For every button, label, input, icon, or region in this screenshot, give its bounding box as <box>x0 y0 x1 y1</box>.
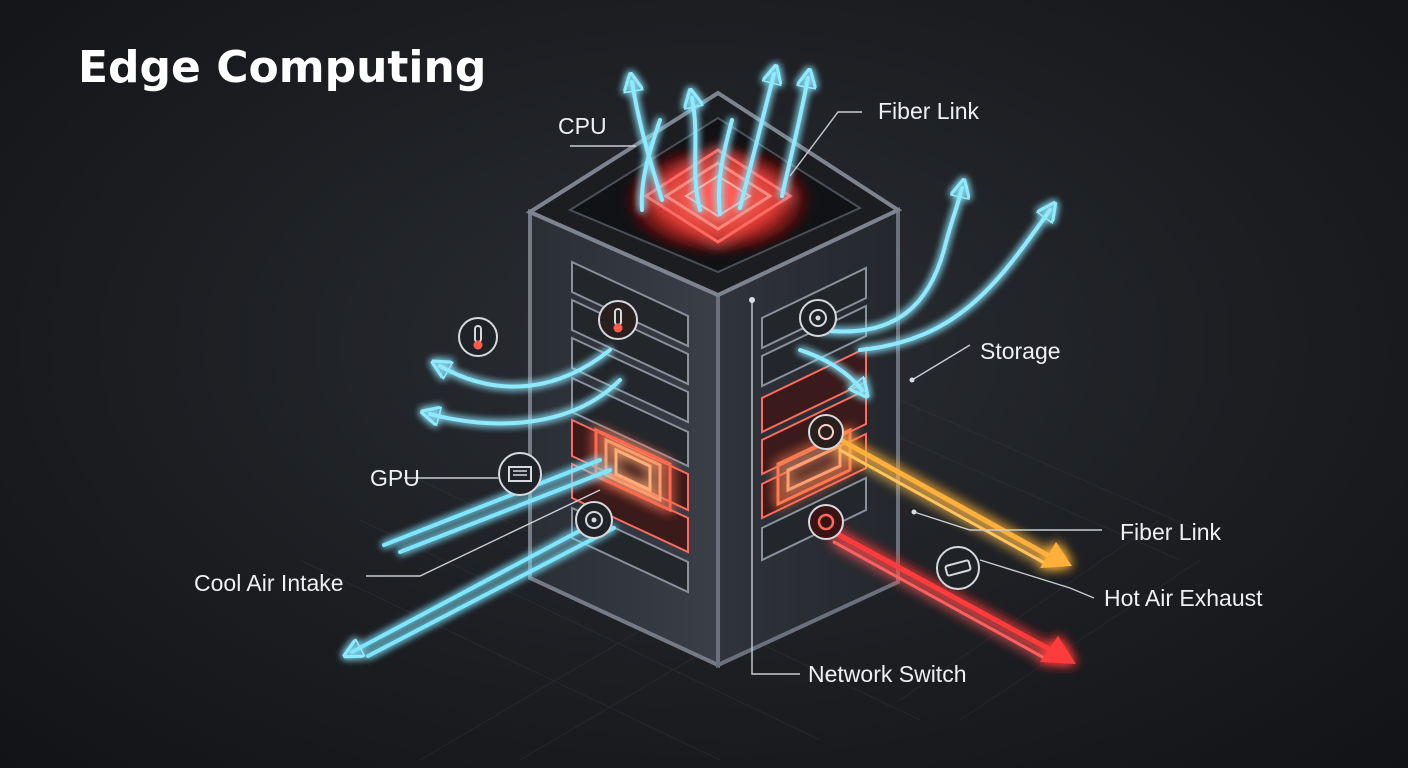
left-airflow <box>430 348 622 423</box>
label-gpu: GPU <box>370 465 420 491</box>
network-port-icon <box>808 414 844 450</box>
leader-lines <box>366 111 1102 675</box>
network-port-icon <box>808 504 844 540</box>
label-hot-air-exhaust: Hot Air Exhaust <box>1104 585 1263 611</box>
fan-icon <box>575 501 613 539</box>
fan-icon <box>799 299 837 337</box>
hot-air-exhaust-arrows <box>827 431 1076 664</box>
fiber-connector-icon <box>936 546 980 590</box>
label-storage: Storage <box>980 338 1061 364</box>
thermometer-icon <box>598 300 638 340</box>
gpu-card-icon <box>498 452 542 496</box>
top-airflow <box>632 74 808 216</box>
label-network-switch: Network Switch <box>808 661 966 687</box>
label-fiber-link-right: Fiber Link <box>1120 519 1221 545</box>
label-cpu: CPU <box>558 113 607 139</box>
label-fiber-link-top: Fiber Link <box>878 98 979 124</box>
right-upper-airflow <box>798 188 1050 390</box>
page-title: Edge Computing <box>78 42 486 93</box>
label-cool-air-intake: Cool Air Intake <box>194 570 344 596</box>
thermometer-icon <box>458 317 498 357</box>
server-rack <box>525 90 903 669</box>
cool-air-intake-arrows <box>352 458 616 656</box>
